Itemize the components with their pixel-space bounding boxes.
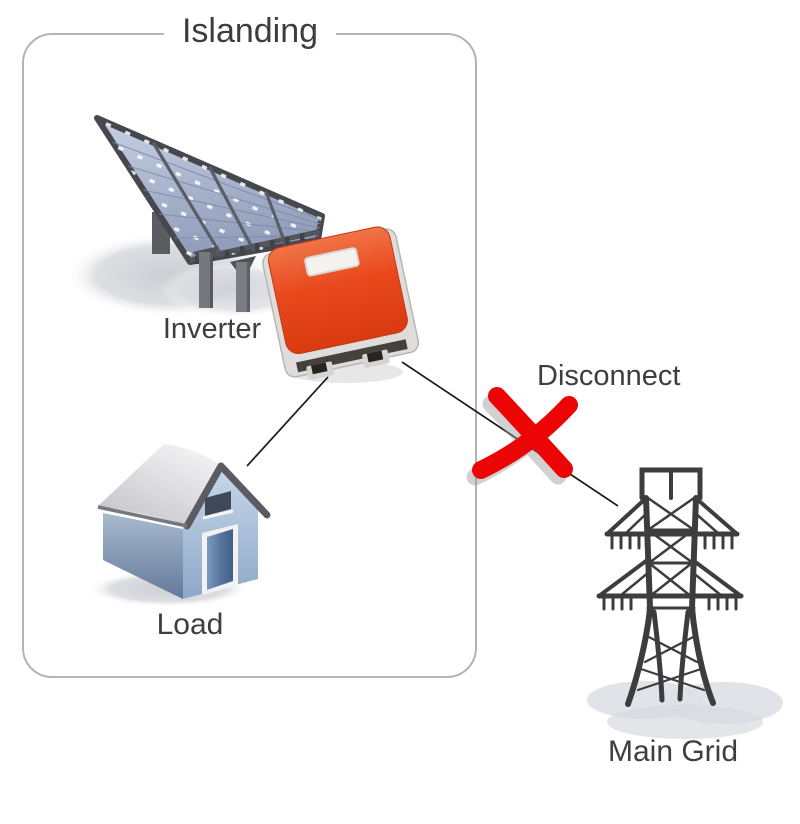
disconnect-label: Disconnect (537, 360, 681, 392)
tower-illustration (587, 467, 783, 739)
house-illustration (86, 444, 271, 607)
load-label: Load (156, 608, 224, 641)
line-inverter-to-load (246, 376, 329, 467)
main-grid-label: Main Grid (607, 735, 739, 768)
inverter-label: Inverter (162, 313, 262, 345)
red-x-icon (466, 387, 578, 486)
inverter-illustration (262, 226, 420, 383)
islanding-title: Islanding (163, 11, 337, 52)
line-inverter-to-grid (401, 361, 619, 507)
islanding-title-row: Islanding (22, 11, 478, 52)
